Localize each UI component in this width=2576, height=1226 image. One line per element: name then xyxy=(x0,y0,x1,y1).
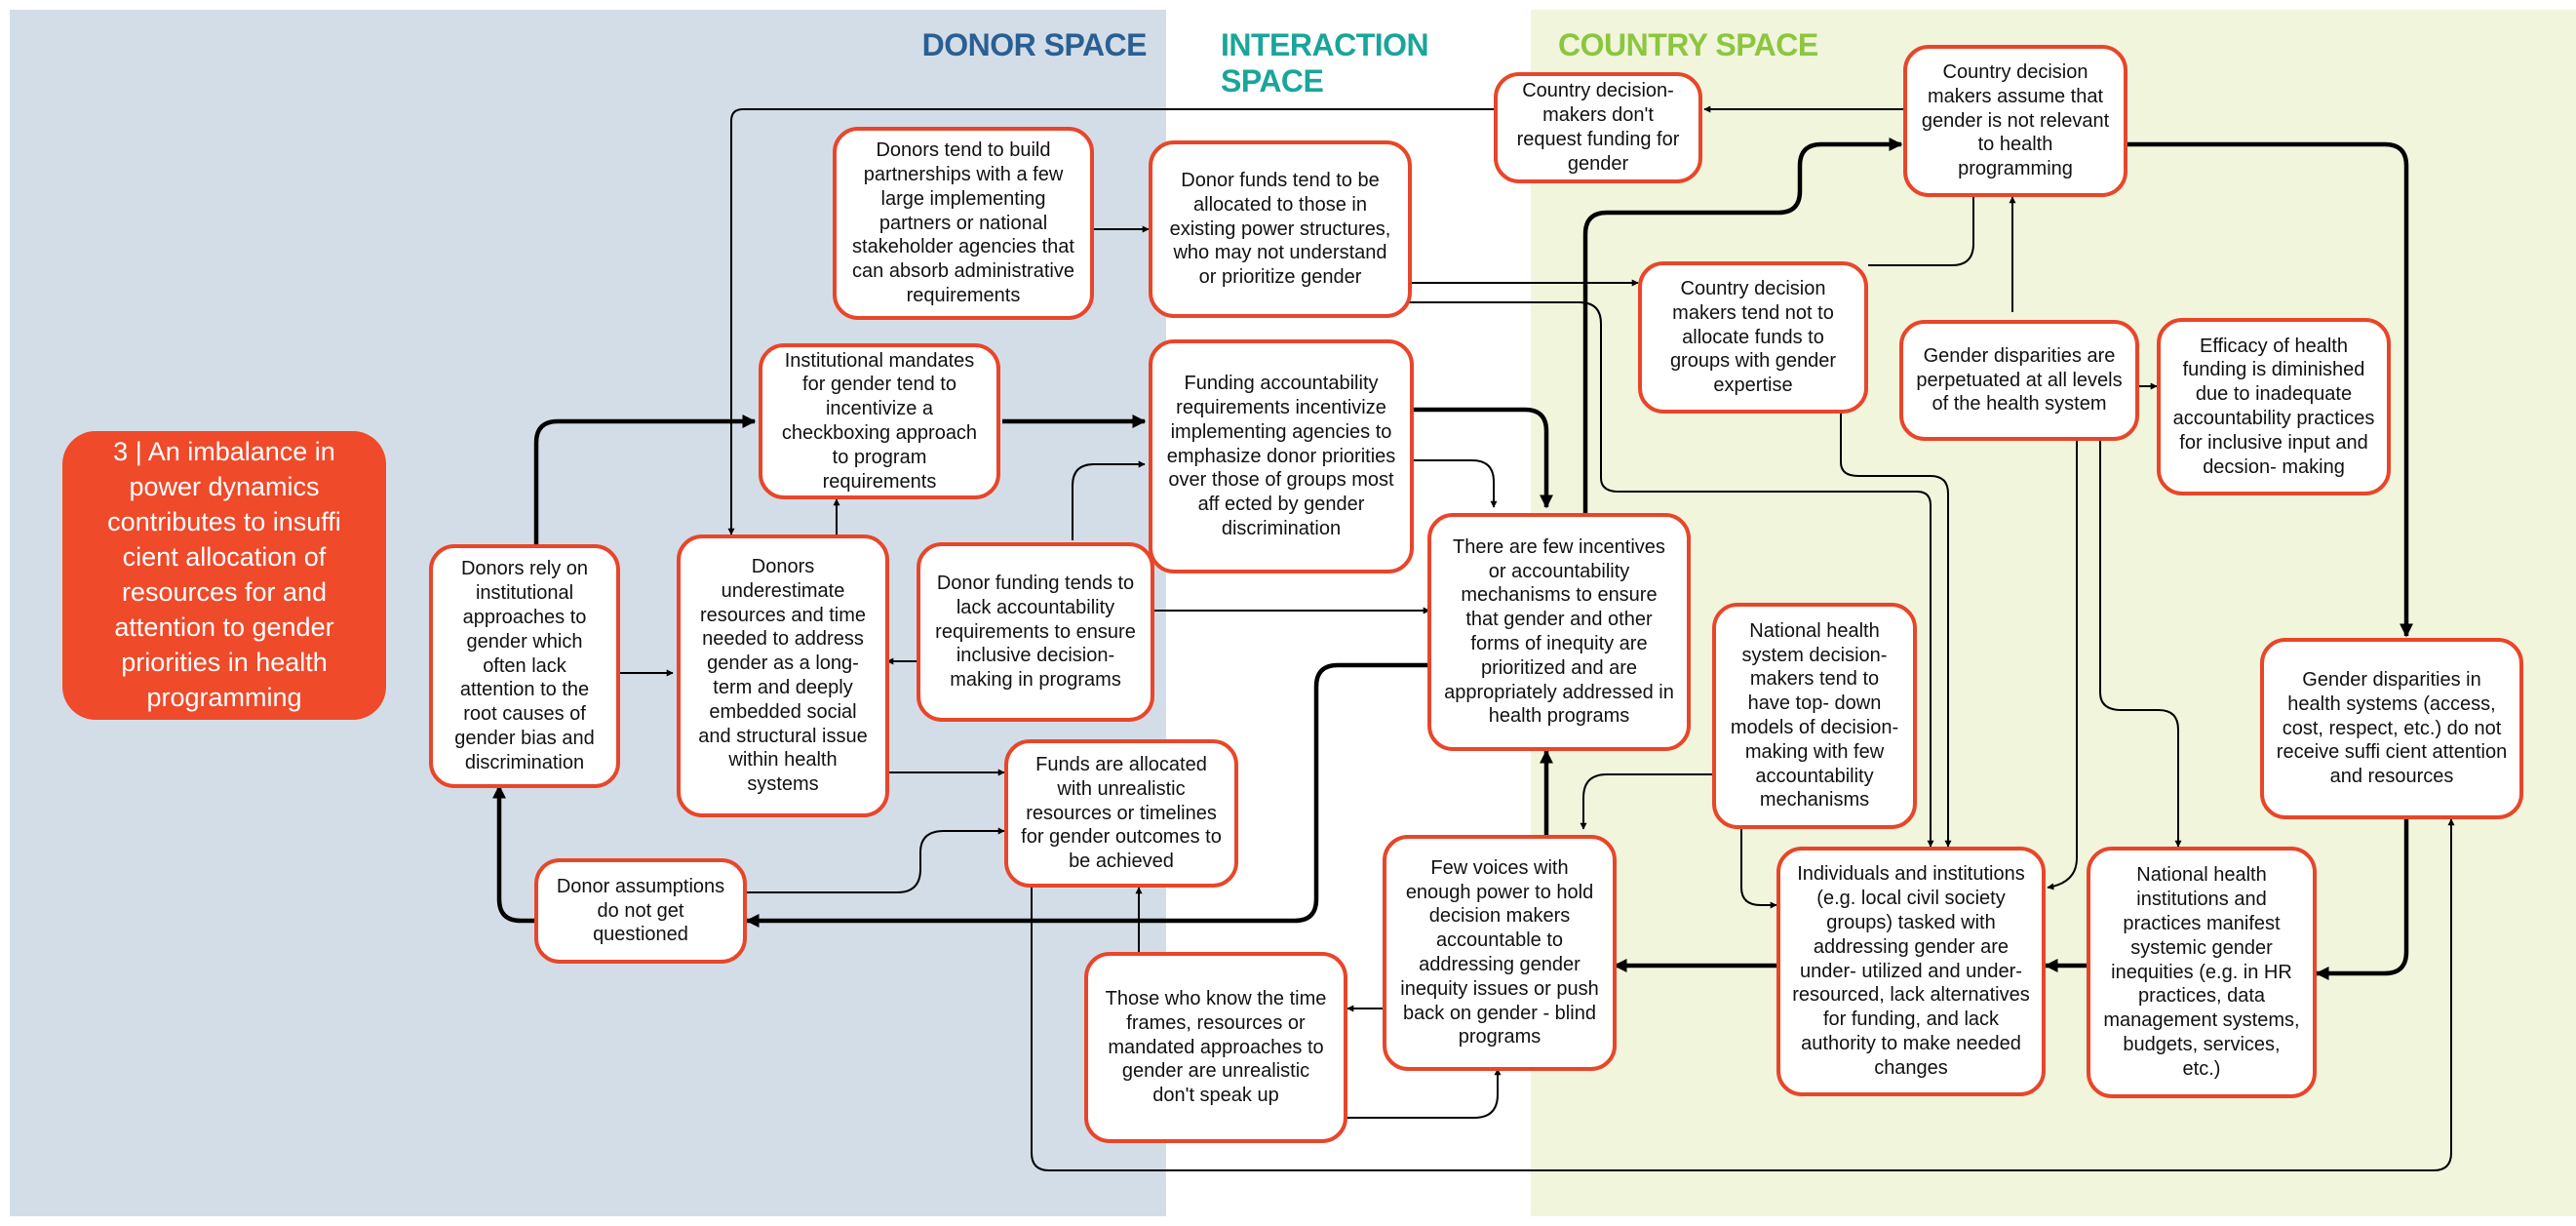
arrow-unrealistic-to-bottom-loop xyxy=(1031,818,2455,1171)
node-no-request-funding: Country decision-makers don't request fu… xyxy=(1494,72,1702,183)
node-build-partnerships: Donors tend to build partnerships with a… xyxy=(833,127,1094,320)
arrow-assumptions-to-unrealistic xyxy=(743,827,1005,893)
node-disparities-perpetuated: Gender disparities are perpetuated at al… xyxy=(1899,320,2139,441)
node-not-allocate-expertise: Country decision makers tend not to allo… xyxy=(1638,261,1868,414)
arrow-lack-to-funding xyxy=(1072,460,1146,540)
node-individuals-underutilized: Individuals and institutions (e.g. local… xyxy=(1776,847,2046,1096)
diagram-title: 3 | An imbalance in power dynamics contr… xyxy=(62,431,386,720)
country-space-label: COUNTRY SPACE xyxy=(1558,27,1818,62)
node-those-dont-speak: Those who know the time frames, resource… xyxy=(1084,952,1347,1143)
node-systemic-inequities: National health institutions and practic… xyxy=(2087,847,2317,1098)
node-topdown-models: National health system decision-makers t… xyxy=(1712,603,1917,829)
interaction-space-label: INTERACTION SPACE xyxy=(1221,27,1429,99)
donor-space-label: DONOR SPACE xyxy=(921,27,1148,62)
arrow-funds-to-individuals xyxy=(1408,301,1934,848)
node-few-voices: Few voices with enough power to hold dec… xyxy=(1383,835,1617,1071)
node-institutional-mandates: Institutional mandates for gender tend t… xyxy=(759,343,1000,499)
node-funding-accountability: Funding accountability requirements ince… xyxy=(1149,339,1414,573)
thick-rely-to-mandates xyxy=(533,415,757,554)
arrow-funding-to-fewincentives xyxy=(1408,459,1498,508)
arrow-disparities-to-individuals xyxy=(2047,441,2078,890)
thick-funding-to-fewincentives xyxy=(1408,407,1553,509)
arrow-notrelevant-to-notallocate xyxy=(1868,197,1974,266)
node-donors-underestimate: Donors underestimate resources and time … xyxy=(677,534,889,817)
thick-notrelevant-to-disparities xyxy=(2124,141,2413,638)
arrow-disparities-to-systemic xyxy=(2099,441,2182,848)
node-efficacy-diminished: Efficacy of health funding is diminished… xyxy=(2157,318,2391,495)
node-few-incentives: There are few incentives or accountabili… xyxy=(1427,513,1691,751)
node-lack-accountability: Donor funding tends to lack accountabili… xyxy=(917,542,1154,722)
thick-fewincentives-to-notrelevant xyxy=(1582,138,1903,513)
arrow-notallocate-to-individuals xyxy=(1840,410,1952,848)
node-gender-not-relevant: Country decision makers assume that gend… xyxy=(1903,45,2127,197)
node-assumptions-unquestioned: Donor assumptions do not get questioned xyxy=(534,858,747,964)
node-donors-rely: Donors rely on institutional approaches … xyxy=(429,544,620,788)
thick-fewincentives-to-assumptions xyxy=(745,662,1427,928)
thick-assumptions-to-rely xyxy=(492,784,538,924)
arrow-topdown-to-individuals xyxy=(1740,829,1777,909)
node-funds-allocated-power: Donor funds tend to be allocated to thos… xyxy=(1149,140,1412,318)
node-unrealistic-funds: Funds are allocated with unrealistic res… xyxy=(1004,739,1238,888)
arrow-norequest-to-underestimate xyxy=(727,108,1498,535)
arrow-topdown-to-fewvoices xyxy=(1580,773,1716,830)
thick-disparities-to-systemic xyxy=(2315,819,2409,980)
node-disparities-no-attention: Gender disparities in health systems (ac… xyxy=(2260,638,2523,819)
arrow-those-to-fewvoices-bottom xyxy=(1344,1068,1502,1119)
